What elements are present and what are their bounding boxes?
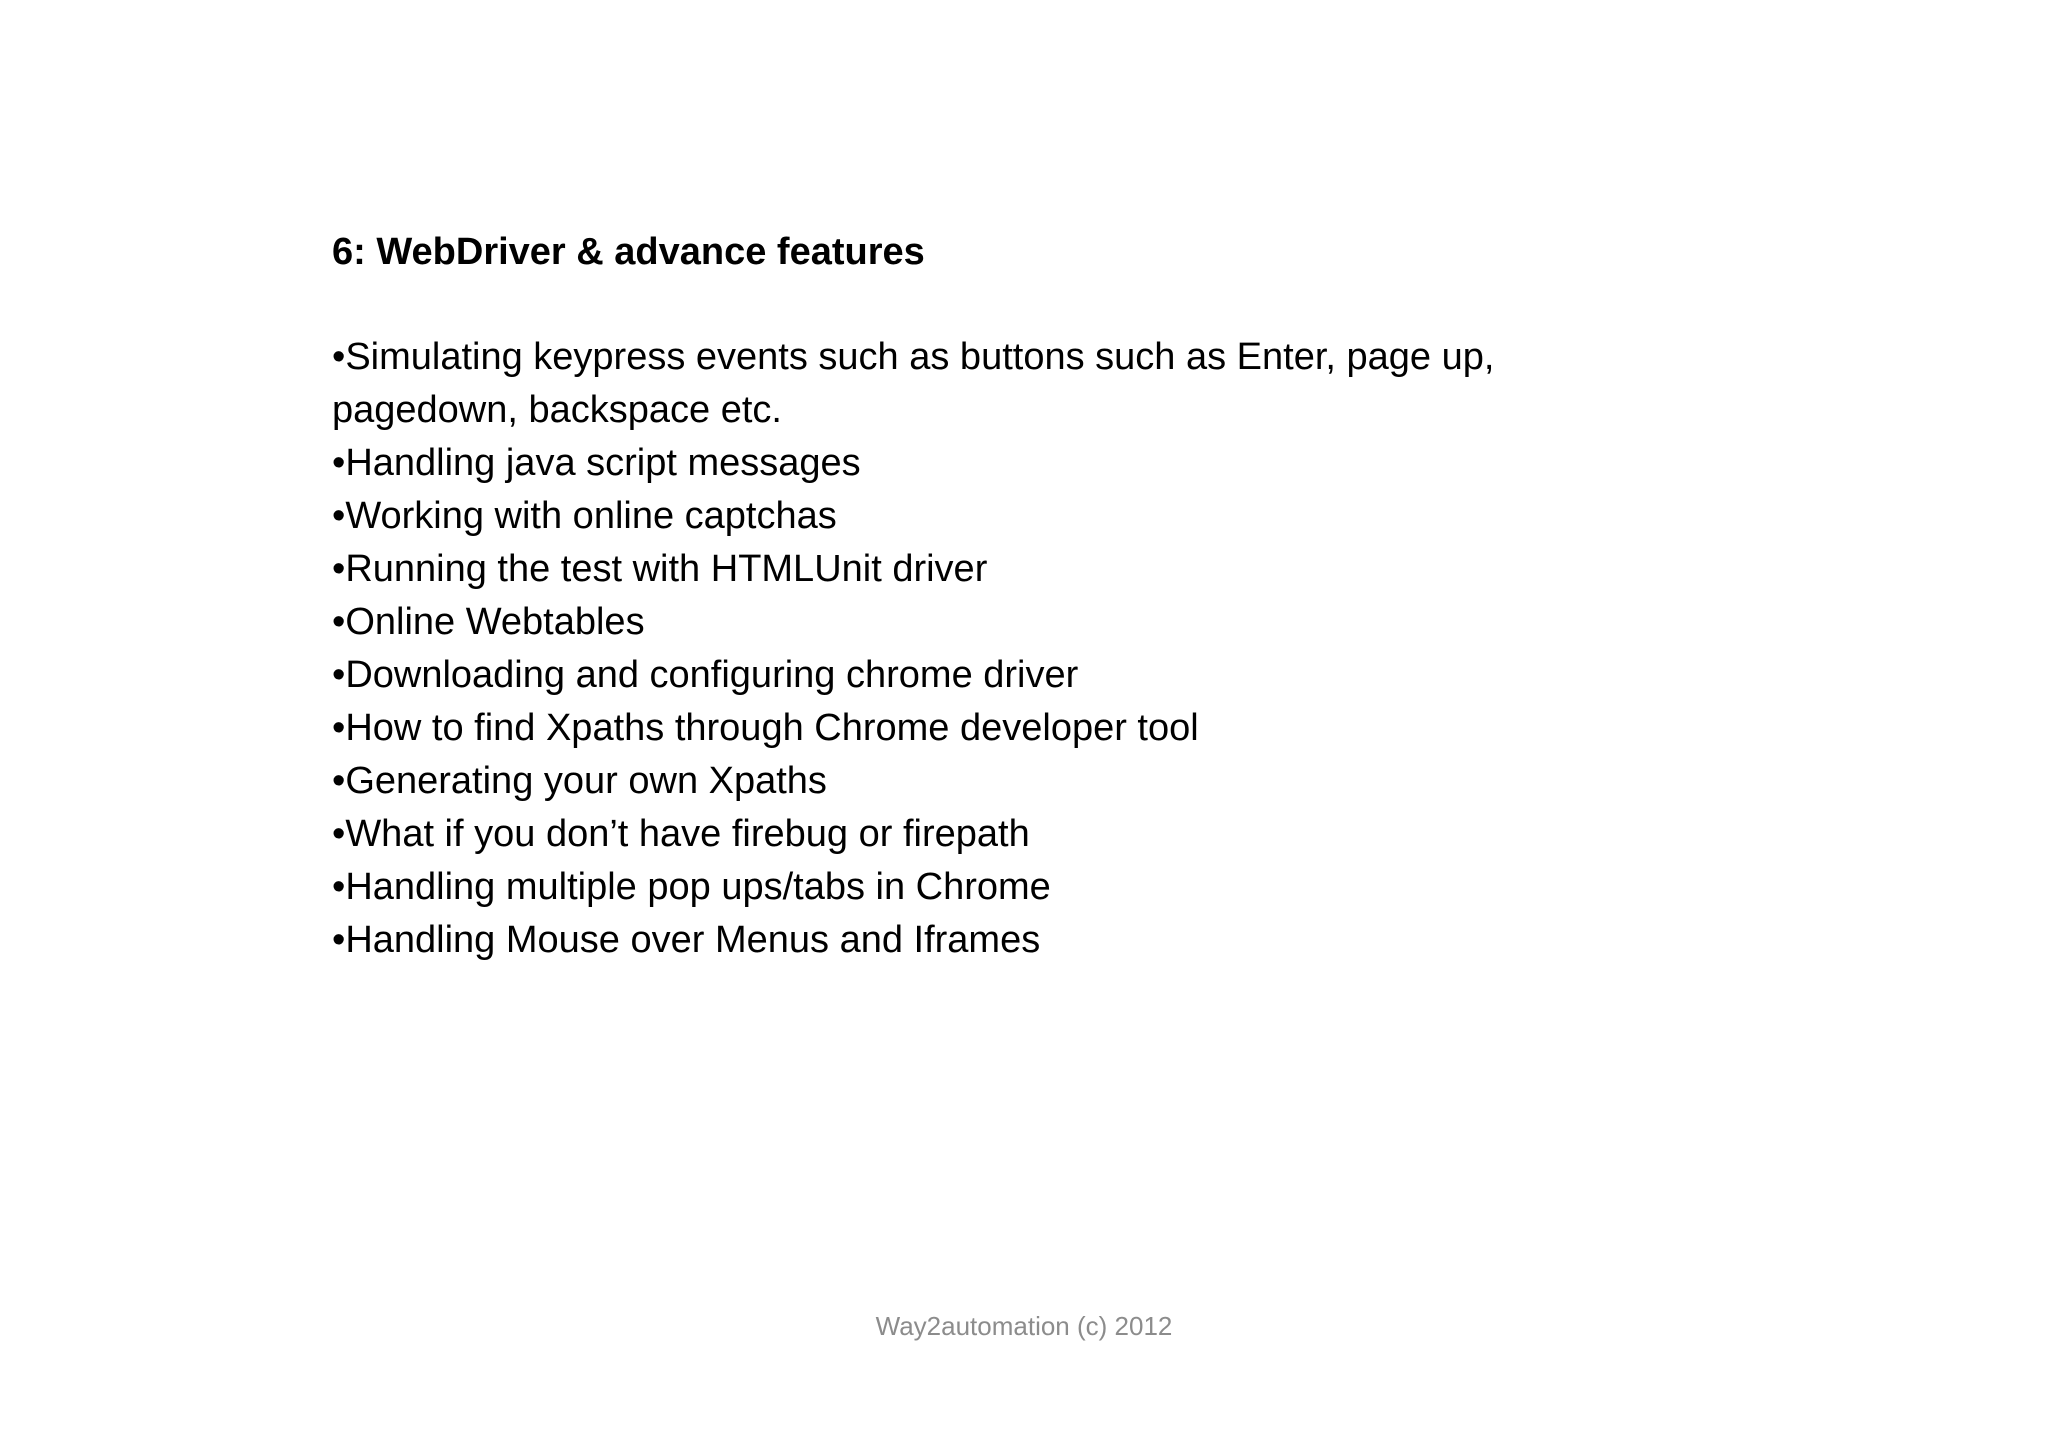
bullet-list: Simulating keypress events such as butto…: [332, 331, 1632, 967]
bullet-item-webtables: Online Webtables: [332, 596, 1632, 649]
footer-copyright: Way2automation (c) 2012: [875, 1311, 1173, 1341]
bullet-item-htmlunit: Running the test with HTMLUnit driver: [332, 543, 1632, 596]
bullet-item-own-xpaths: Generating your own Xpaths: [332, 755, 1632, 808]
bullet-item-keypress: Simulating keypress events such as butto…: [332, 331, 1632, 437]
bullet-item-js-messages: Handling java script messages: [332, 437, 1632, 490]
bullet-item-popups-tabs: Handling multiple pop ups/tabs in Chrome: [332, 861, 1632, 914]
bullet-item-mouse-over: Handling Mouse over Menus and Iframes: [332, 914, 1632, 967]
slide-title: 6: WebDriver & advance features: [332, 231, 925, 273]
bullet-item-no-firebug: What if you don’t have firebug or firepa…: [332, 808, 1632, 861]
bullet-item-find-xpaths: How to find Xpaths through Chrome develo…: [332, 702, 1632, 755]
bullet-item-chrome-driver: Downloading and configuring chrome drive…: [332, 649, 1632, 702]
bullet-item-captchas: Working with online captchas: [332, 490, 1632, 543]
